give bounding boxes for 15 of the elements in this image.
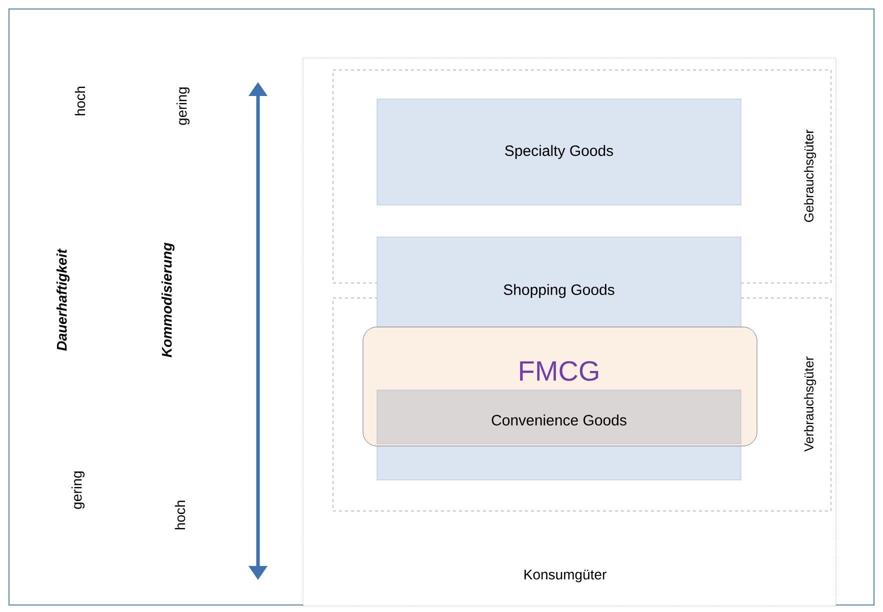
category-box: [376, 98, 742, 206]
axis-label: gering: [176, 87, 190, 125]
axis-label: gering: [71, 471, 85, 509]
box-label: Konsumgüter: [524, 570, 606, 582]
axis-label: Kommodisierung: [161, 242, 175, 358]
box-label: Specialty Goods: [505, 145, 614, 159]
axis-label: Dauerhaftigkeit: [56, 248, 70, 351]
category-box: [376, 390, 742, 444]
box-label: Gebrauchsgüter: [804, 130, 816, 222]
box-label: FMCG: [520, 361, 598, 381]
axis-label: hoch: [74, 86, 86, 116]
box-label: Verbrauchsgüter: [804, 356, 816, 452]
axis-label: hoch: [174, 500, 186, 530]
box-label: Shopping Goods: [504, 284, 614, 298]
box-label: Convenience Goods: [492, 414, 626, 426]
